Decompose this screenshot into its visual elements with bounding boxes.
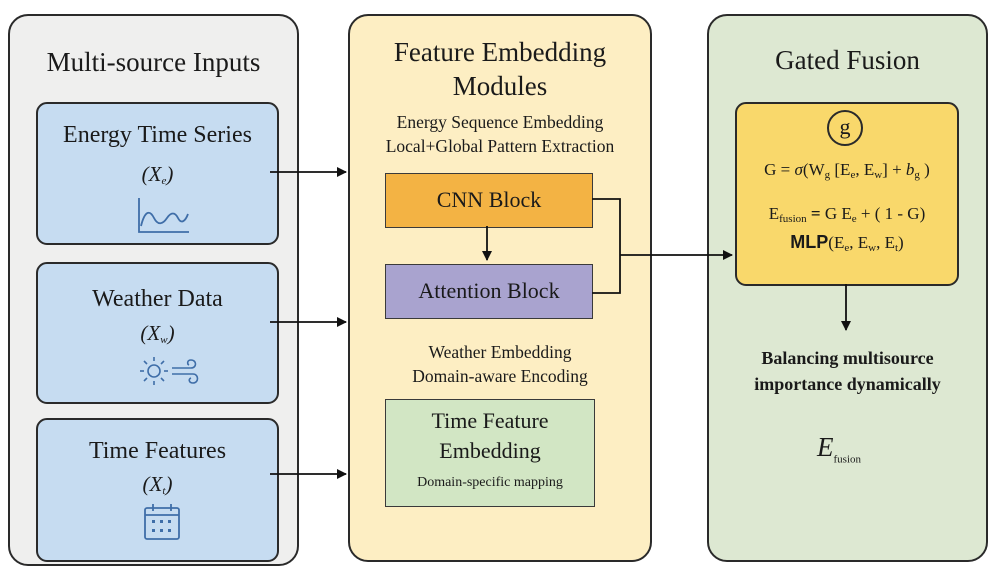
fusion-panel-title: Gated Fusion <box>775 45 920 75</box>
line-chart-icon <box>138 198 189 233</box>
energy-embedding-subcaption: Local+Global Pattern Extraction <box>385 136 615 156</box>
time-block-title-line-2: Embedding <box>439 438 541 463</box>
cnn-block: CNN Block <box>385 173 593 228</box>
inputs-panel-title: Multi-source Inputs <box>46 47 261 77</box>
sun-wind-icon <box>140 357 199 385</box>
attention-block: Attention Block <box>385 264 593 319</box>
fusion-panel: Gated Fusion g G = σ(Wg [Ee, Ew] + bg ) … <box>707 14 988 562</box>
embedding-panel-title-line-2: Modules <box>452 71 548 101</box>
weather-input-title: Weather Data <box>92 286 223 312</box>
calendar-icon <box>144 504 180 540</box>
gate-formula: G = σ(Wg [Ee, Ew] + bg ) <box>764 160 930 181</box>
fusion-formula: Efusion = G Ee + ( 1 - G) <box>768 204 926 225</box>
weather-input-variable: (Xw) <box>140 321 175 346</box>
energy-input-title: Energy Time Series <box>63 122 252 148</box>
time-block-title-line-1: Time Feature <box>431 408 549 433</box>
time-input-title: Time Features <box>88 438 227 464</box>
inputs-panel: Multi-source Inputs Energy Time Series (… <box>8 14 299 566</box>
energy-input-box: Energy Time Series (Xe) <box>36 102 279 245</box>
time-feature-embedding-block: Time Feature Embedding Domain-specific m… <box>385 399 595 507</box>
embedding-panel-title-line-1: Feature Embedding <box>393 37 607 67</box>
mlp-formula: MLP(Ee, Ew, Et) <box>790 232 904 254</box>
time-input-box: Time Features (Xt) <box>36 418 279 562</box>
fusion-caption-line-1: Balancing multisource <box>761 348 934 368</box>
fusion-output-symbol: Efusion <box>817 432 861 466</box>
time-block-caption: Domain-specific mapping <box>417 475 563 490</box>
embedding-panel: Feature Embedding Modules Energy Sequenc… <box>348 14 652 562</box>
energy-embedding-caption: Energy Sequence Embedding <box>396 112 604 132</box>
weather-embedding-subcaption: Domain-aware Encoding <box>412 366 588 386</box>
weather-embedding-caption: Weather Embedding <box>428 342 572 362</box>
weather-input-box: Weather Data (Xw) <box>36 262 279 404</box>
energy-input-variable: (Xe) <box>141 162 174 187</box>
gated-fusion-box: g G = σ(Wg [Ee, Ew] + bg ) Efusion = G E… <box>735 102 959 286</box>
bracket-connector <box>592 198 621 294</box>
fusion-caption-line-2: importance dynamically <box>754 374 941 394</box>
gate-symbol: g <box>827 110 863 146</box>
time-input-variable: (Xt) <box>142 472 173 497</box>
